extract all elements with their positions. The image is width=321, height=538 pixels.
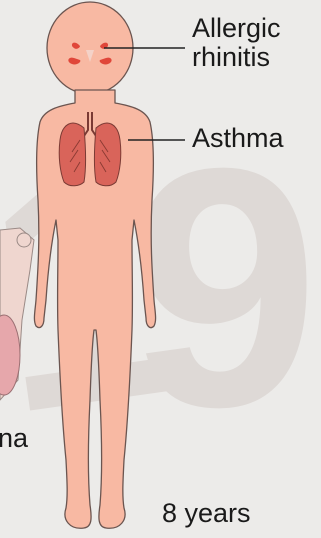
- watermark-numeral-9: 9: [130, 98, 319, 478]
- left-lung: [59, 123, 85, 186]
- allergic-rhinitis-label: Allergic rhinitis: [192, 14, 281, 72]
- neighbor-figure-hand: [17, 233, 31, 247]
- age-label: 8 years: [162, 499, 251, 528]
- partial-left-label: na: [0, 424, 28, 453]
- right-lung: [95, 123, 121, 186]
- asthma-label: Asthma: [192, 124, 284, 153]
